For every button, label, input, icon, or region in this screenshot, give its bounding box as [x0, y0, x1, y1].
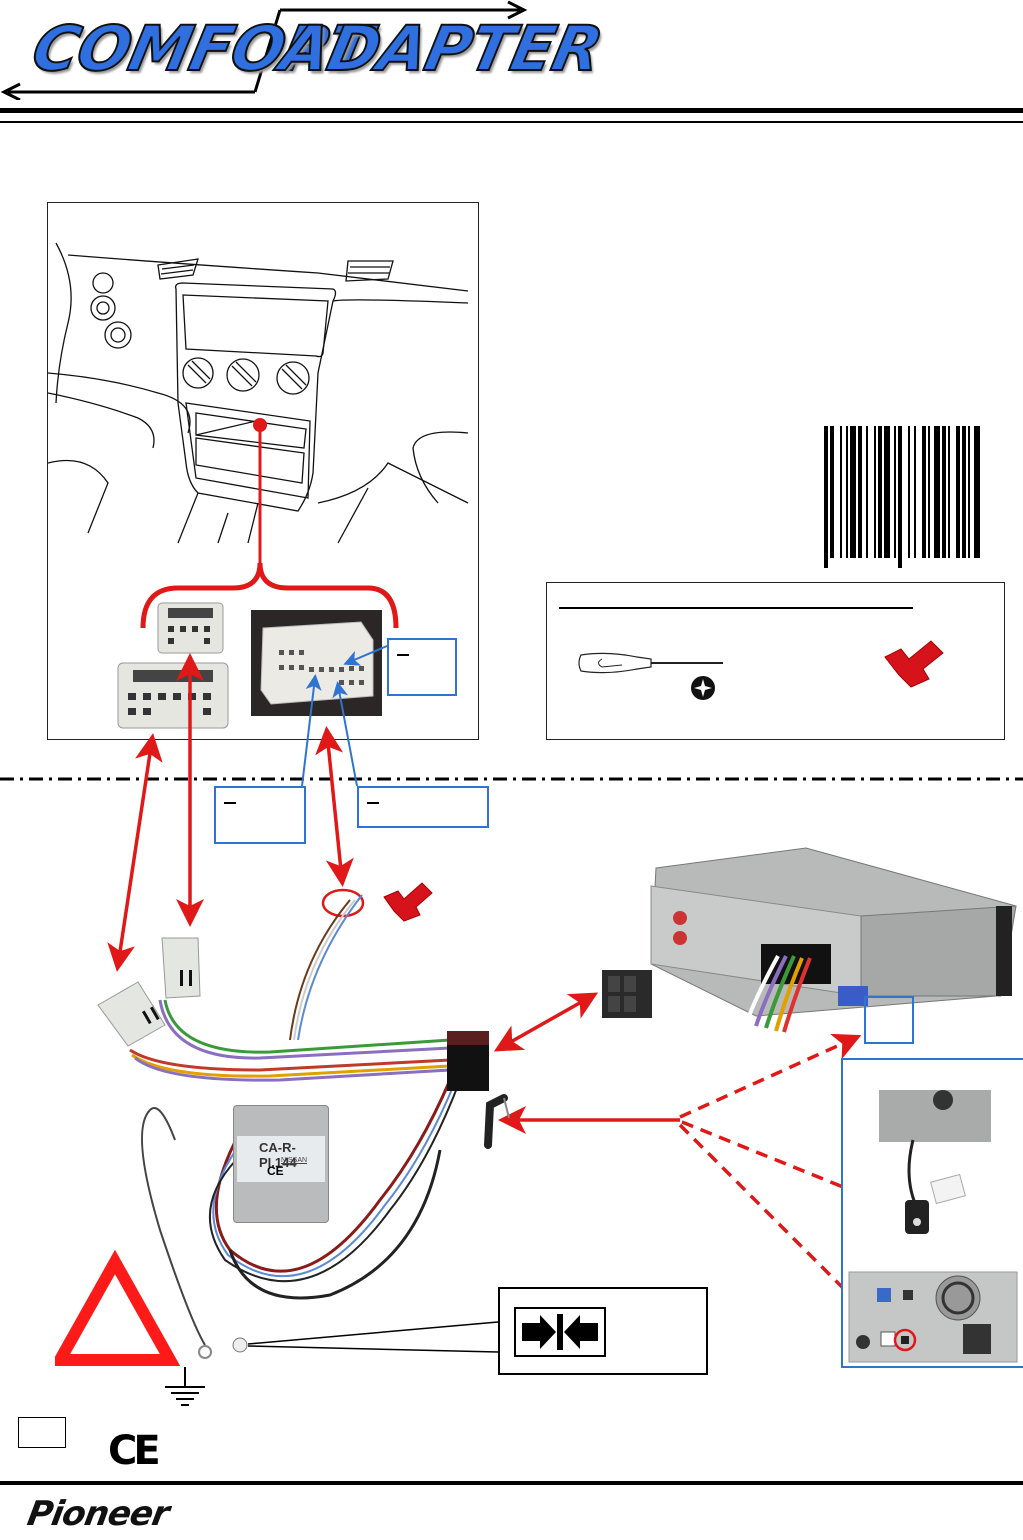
pin-callout-right-text	[397, 654, 409, 656]
barcode-bar	[878, 426, 882, 558]
warning-triangle-icon	[55, 1250, 205, 1406]
phillips-cross-icon	[691, 676, 715, 700]
splice-connector-icon	[383, 882, 433, 922]
barcode-bar	[894, 426, 896, 558]
module-label: CA-R-PI.144 NISSAN CE	[237, 1136, 325, 1182]
ce-mark: CE	[108, 1428, 161, 1474]
barcode-bar	[934, 426, 940, 558]
barcode-bar	[866, 426, 868, 558]
barcode-bar	[846, 426, 848, 558]
pin-callout-middle-text	[367, 802, 379, 804]
press-together-icon	[522, 1314, 598, 1350]
ground-symbol-icon	[165, 1367, 205, 1406]
arrow-splice-wires	[315, 726, 354, 887]
barcode-bar	[840, 426, 842, 558]
dashed-arrow-head-unit-jack	[679, 1033, 862, 1119]
barcode-bar	[858, 426, 862, 558]
scotchlok-connector-icon	[884, 640, 944, 688]
header-rule-thick	[0, 108, 1023, 113]
contact-symbol-box	[514, 1307, 606, 1357]
screwdriver-icon	[578, 652, 723, 674]
connector-brace	[140, 562, 399, 629]
module-model: CA-R-PI.144	[259, 1140, 297, 1170]
barcode-bar	[914, 426, 916, 558]
language-box	[18, 1417, 66, 1448]
barcode-bar	[830, 426, 834, 558]
required-tools-panel	[546, 582, 1005, 740]
barcode-bar	[850, 426, 856, 558]
tools-heading-rule	[559, 607, 913, 609]
pin-callout-left	[214, 786, 306, 844]
logo-arrows	[0, 0, 528, 100]
pioneer-logo: Pioneer	[24, 1494, 172, 1534]
ground-ring-terminal	[198, 1345, 212, 1359]
arrow-iso-connector	[493, 992, 599, 1052]
remote-input-highlight	[864, 996, 914, 1044]
barcode-bar	[874, 426, 876, 558]
barcode-bar	[956, 426, 960, 558]
alternate-units-panel	[841, 1058, 1023, 1368]
iso-plug	[447, 1031, 489, 1091]
leader-right	[343, 645, 388, 666]
module-vehicle: NISSAN	[281, 1157, 308, 1164]
module-ce-mark: CE	[267, 1164, 284, 1178]
pin-callout-right	[387, 638, 457, 696]
remote-jack-plug	[484, 1094, 510, 1149]
harness-connectors	[97, 937, 201, 1047]
barcode-bar	[824, 426, 828, 568]
head-unit-photo	[602, 847, 1017, 1033]
barcode-bar	[962, 426, 966, 558]
barcode-bar	[948, 426, 950, 558]
leader-middle	[332, 681, 358, 787]
alternate-unit-photos	[848, 1090, 1018, 1363]
dashboard-illustration	[47, 242, 469, 629]
pin-callout-left-text	[224, 802, 236, 804]
pin-callout-middle	[357, 786, 489, 828]
barcode-bar	[974, 426, 980, 558]
interface-module: CA-R-PI.144 NISSAN CE	[233, 1105, 329, 1223]
barcode-bar	[908, 426, 910, 558]
header-rule-thin	[0, 121, 1023, 123]
barcode-bar	[922, 426, 926, 558]
barcode-bar	[968, 426, 970, 558]
barcode	[824, 426, 980, 568]
footer-rule	[0, 1481, 1023, 1485]
barcode-bar	[942, 426, 946, 558]
section-separator	[0, 777, 1023, 781]
barcode-bar	[928, 426, 930, 558]
ground-screw-icon	[232, 1337, 248, 1353]
dashed-arrow-av-unit-jack	[678, 1123, 900, 1345]
barcode-bar	[898, 426, 902, 568]
ground-info-box	[498, 1287, 708, 1375]
arrow-connector-1	[107, 733, 163, 972]
leader-left	[301, 674, 322, 787]
barcode-bar	[884, 426, 890, 558]
